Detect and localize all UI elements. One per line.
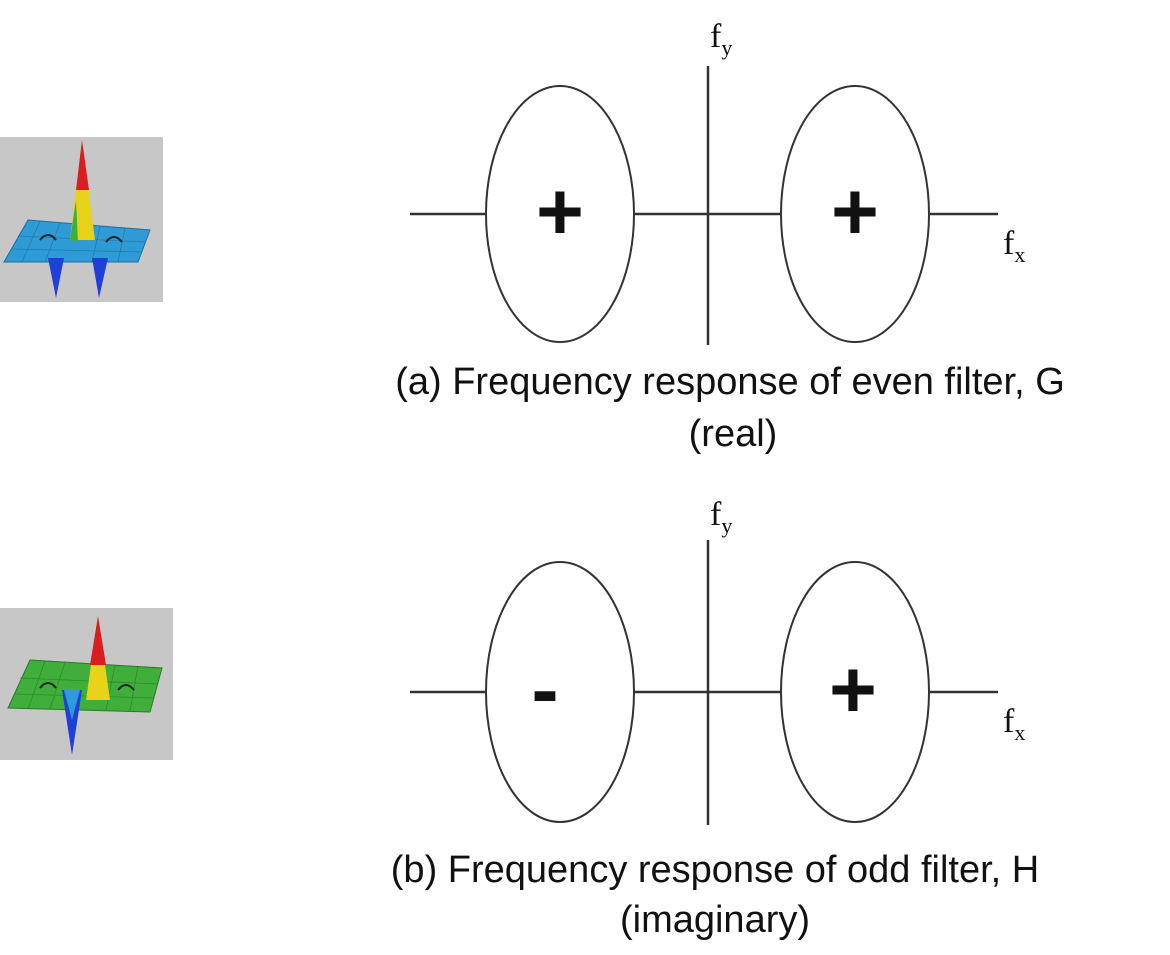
thumbnail-even-filter — [0, 137, 163, 302]
panel-a-caption-title: (a) Frequency response of even filter, G — [395, 361, 1065, 403]
even-trough-left — [48, 258, 64, 298]
panel-a-right-lobe — [780, 85, 930, 343]
panel-a-caption-subtitle: (real) — [689, 413, 778, 455]
panel-b-fx-sub: x — [1014, 720, 1025, 745]
even-peak-tip — [76, 140, 89, 190]
panel-b-caption-subtitle: (imaginary) — [620, 899, 810, 941]
panel-b: - + fy fx (b) Frequency response of odd … — [391, 496, 1039, 941]
panel-a-fy-sub: y — [721, 35, 732, 60]
even-peak-side — [70, 200, 78, 242]
panel-a-fx-f: f — [1003, 225, 1015, 262]
panel-a-left-sign: + — [536, 167, 584, 258]
panel-b-fx-label: fx — [1003, 703, 1025, 745]
odd-trough-upper — [64, 690, 80, 720]
panel-a-left-lobe — [485, 85, 635, 343]
panel-b-right-lobe — [780, 561, 930, 823]
panel-a-fy-f: f — [710, 18, 722, 55]
panel-b-left-sign: - — [531, 645, 558, 736]
thumbnail-odd-filter — [0, 608, 173, 760]
odd-peak-tip — [90, 616, 106, 665]
panel-a-fy-label: fy — [710, 18, 732, 60]
panel-b-caption-title: (b) Frequency response of odd filter, H — [391, 849, 1039, 891]
odd-trough — [62, 690, 82, 755]
panel-a-fx-sub: x — [1014, 242, 1025, 267]
panel-b-fy-sub: y — [721, 513, 732, 538]
odd-surface-plane — [7, 659, 163, 713]
panel-b-fx-f: f — [1003, 703, 1015, 740]
even-trough-right — [92, 258, 108, 298]
panel-b-right-sign: + — [829, 645, 877, 736]
panel-a-right-sign: + — [831, 167, 879, 258]
panel-a-fx-label: fx — [1003, 225, 1025, 267]
panel-b-fy-f: f — [710, 496, 722, 533]
panel-b-fy-label: fy — [710, 496, 732, 538]
panel-a: + + fy fx (a) Frequency response of even… — [395, 18, 1065, 455]
panel-b-left-lobe — [485, 561, 635, 823]
